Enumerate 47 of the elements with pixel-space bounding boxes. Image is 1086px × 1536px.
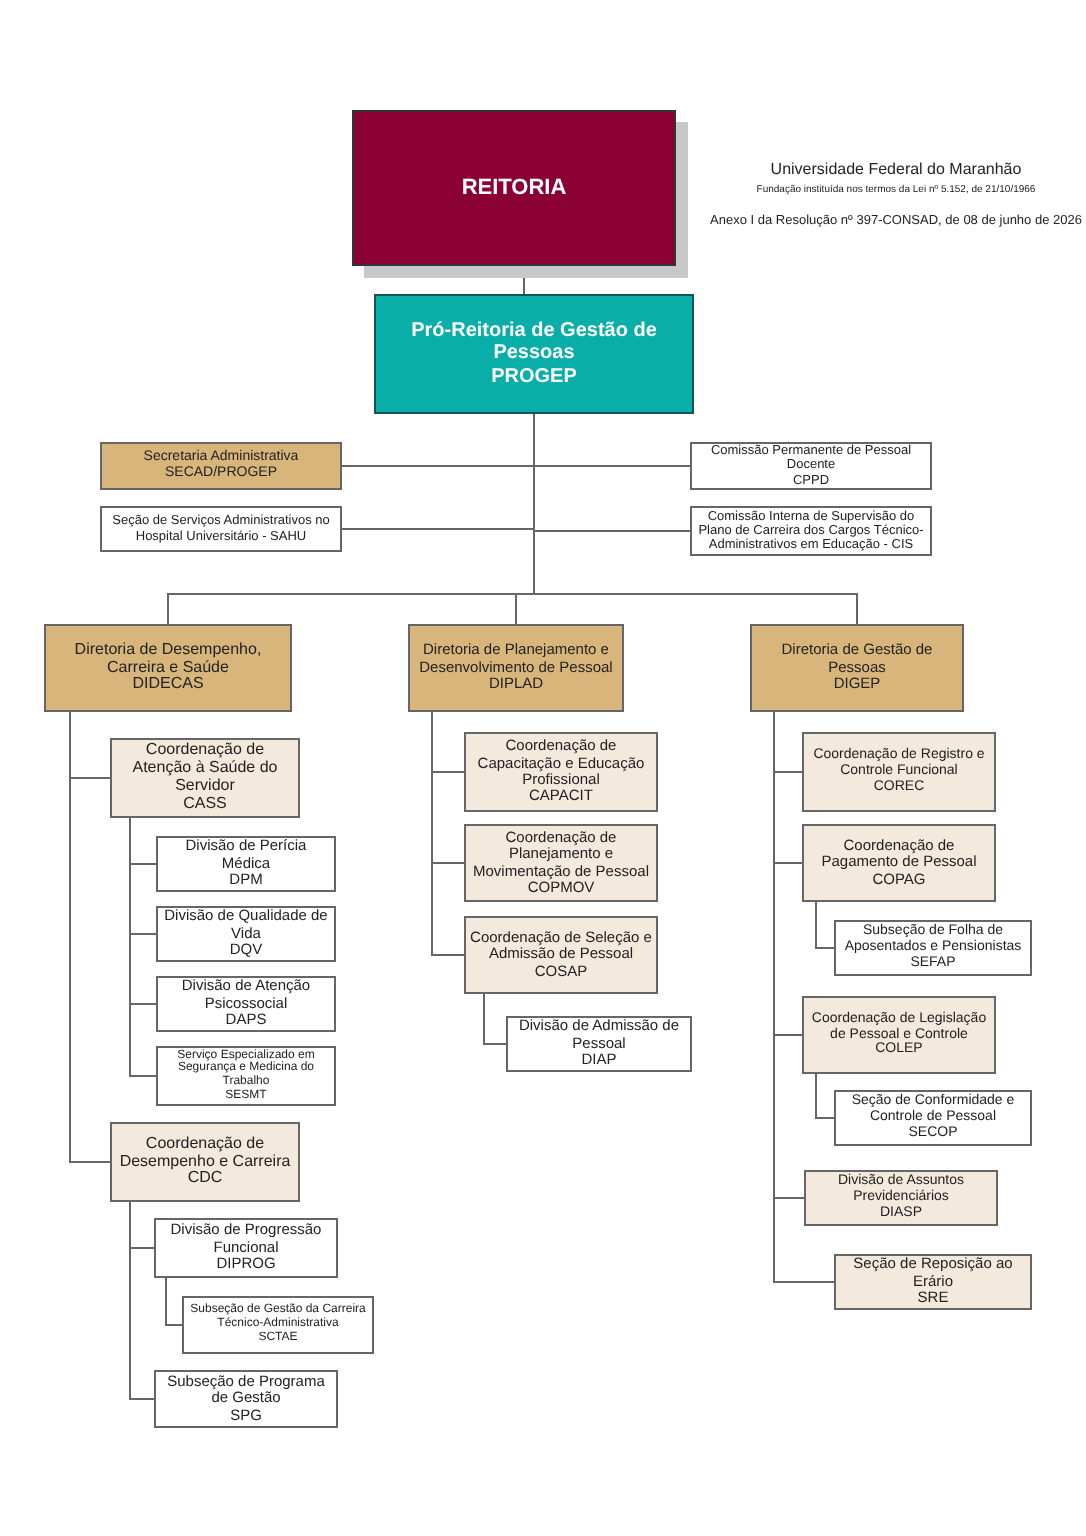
- unit-box: [690, 442, 932, 490]
- connector-line: [773, 711, 835, 1283]
- coordination-box: [802, 824, 996, 902]
- coordination-box: [802, 732, 996, 812]
- unit-box: [156, 836, 336, 892]
- connector-line: [483, 993, 507, 1045]
- coordination-box: [110, 1122, 300, 1202]
- unit-box: [506, 1016, 692, 1072]
- unit-box: [156, 1046, 336, 1106]
- coordination-box: [804, 1170, 998, 1226]
- directorate-box: [100, 442, 342, 490]
- unit-box: [154, 1218, 338, 1278]
- unit-box: [182, 1296, 374, 1354]
- unit-acronym: CASS: [183, 795, 227, 814]
- connector-line: [431, 711, 465, 956]
- unit-box: [834, 1090, 1032, 1146]
- institution-name: Universidade Federal do Maranhão: [770, 160, 1022, 178]
- unit-acronym: CDC: [187, 1170, 223, 1189]
- connector-line: [533, 413, 858, 625]
- connector-line: [129, 1201, 155, 1400]
- coordination-box: [464, 916, 658, 994]
- pro-rectorate-box: [374, 294, 694, 414]
- directorate-box: [750, 624, 964, 712]
- coordination-box: [834, 1254, 1032, 1310]
- unit-box: [100, 506, 342, 552]
- coordination-box: [464, 732, 658, 812]
- connector-line: [815, 901, 835, 949]
- connector-line: [165, 1277, 183, 1326]
- unit-name: Coordenação de Atenção à Saúde do Servidor: [130, 742, 280, 796]
- unit-box: [156, 976, 336, 1032]
- coordination-box: [464, 824, 658, 902]
- unit-name: Pró-Reitoria de Gestão de Pessoas: [409, 320, 659, 366]
- connector-line: [129, 817, 157, 1077]
- connector-line: [69, 711, 111, 1163]
- unit-name: Coordenação de Desempenho e Carreira: [117, 1135, 293, 1171]
- directorate-box: [408, 624, 624, 712]
- coordination-box: [802, 996, 996, 1074]
- unit-box: [156, 906, 336, 962]
- directorate-box: [44, 624, 292, 712]
- unit-name: Diretoria de Desempenho, Carreira e Saúde: [72, 641, 264, 676]
- coordination-box: [110, 738, 300, 818]
- unit-box: [834, 920, 1032, 976]
- connector-line: [815, 1073, 835, 1119]
- unit-box: [154, 1370, 338, 1428]
- unit-acronym: PROGEP: [491, 365, 577, 388]
- unit-name: REITORIA: [461, 175, 567, 201]
- unit-acronym: DIDECAS: [132, 676, 204, 695]
